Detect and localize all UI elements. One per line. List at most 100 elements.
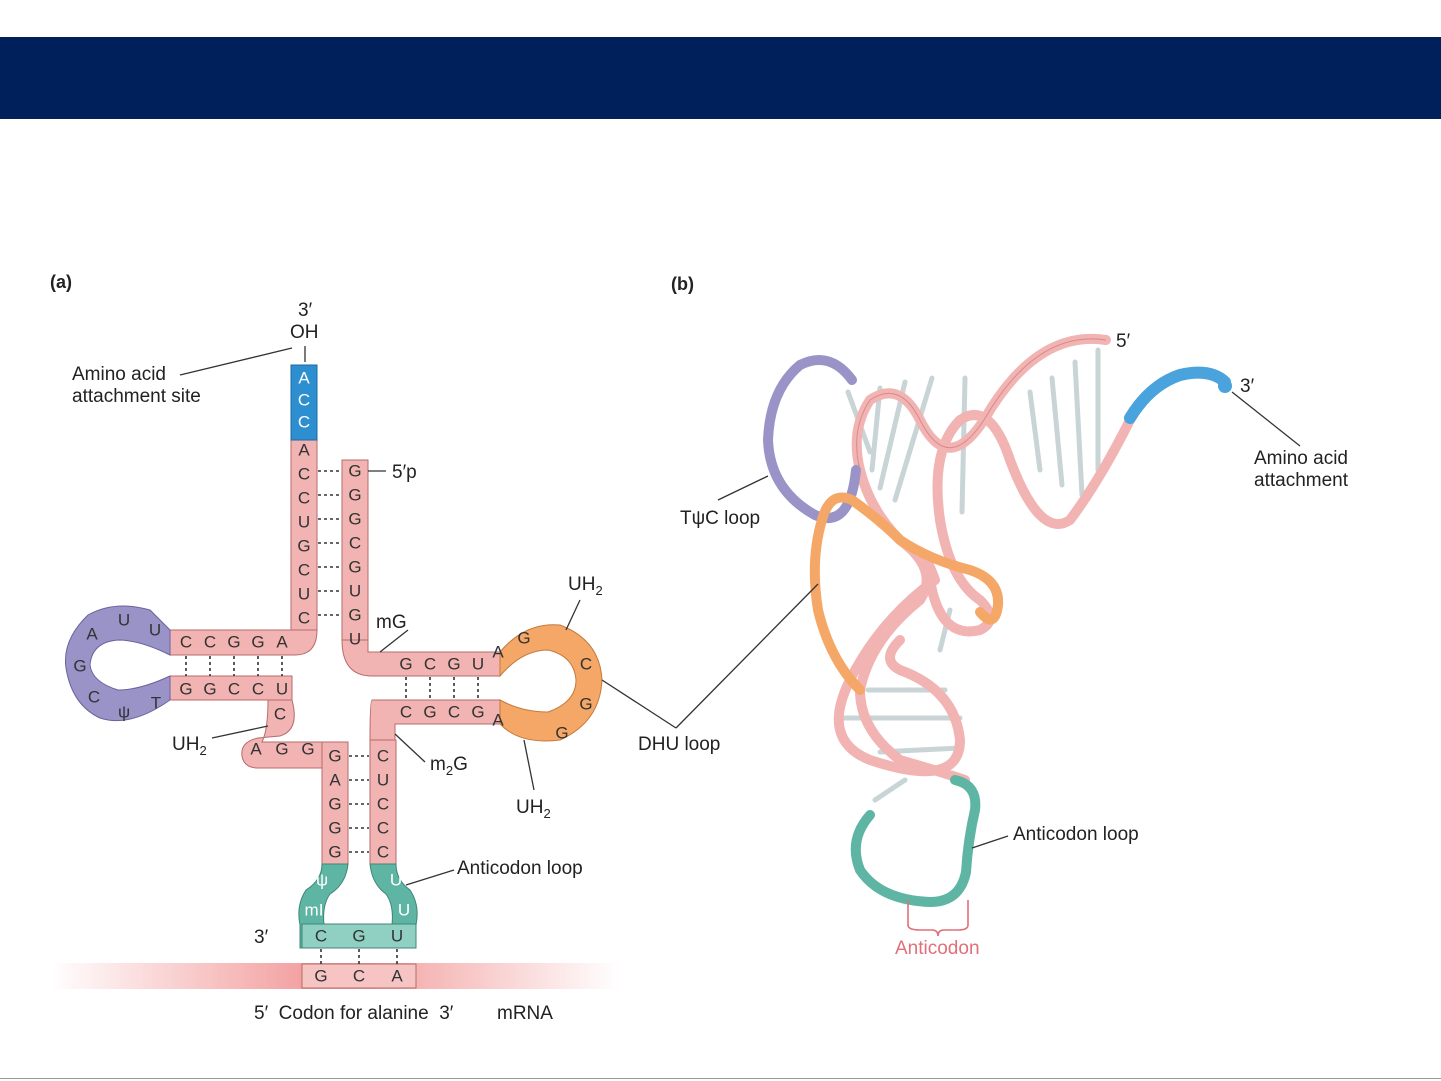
dhu-loop-shape — [499, 624, 603, 742]
anticodon-loop-shape-b — [850, 775, 981, 908]
nt-ac-right-1: U — [377, 771, 389, 790]
nt-codon-1: C — [353, 967, 365, 986]
nt-codon-2: A — [391, 967, 403, 986]
nt-tpsi-top-1: C — [204, 633, 216, 652]
nt-tpsi-top-2: G — [227, 633, 240, 652]
nt-tpsi-bottom-2: C — [228, 680, 240, 699]
nt-ac-right-3: C — [377, 819, 389, 838]
tpsic-loop-shape-b — [762, 355, 861, 523]
acceptor-tip — [1218, 379, 1232, 393]
anticodon-label-b: Anticodon — [895, 938, 980, 959]
nt-ac-right-2: C — [377, 795, 389, 814]
panel-b-label: (b) — [671, 274, 694, 294]
nt-codon-0: G — [314, 967, 327, 986]
nt-acceptor-left-0: A — [298, 441, 310, 460]
nt-acceptor-top-2: C — [298, 413, 310, 432]
nt-acceptor-left-4: G — [297, 537, 310, 556]
nt-dhu-loop-2: C — [580, 655, 592, 674]
uh2-bottom-label: UH2 — [516, 797, 551, 821]
three-prime-bottom-label: 3′ — [254, 927, 269, 948]
nt-ac-left-4: G — [328, 843, 341, 862]
nt-ac-left-0: G — [328, 747, 341, 766]
nt-acceptor-right-7: U — [349, 630, 361, 649]
nt-acceptor-left-2: C — [298, 489, 310, 508]
nt-dhu-bottom-0: C — [400, 703, 412, 722]
header-bar — [0, 37, 1441, 119]
nt-acceptor-left-1: C — [298, 465, 310, 484]
nt-acceptor-top-0: A — [298, 369, 310, 388]
leader-lines-b — [601, 391, 1301, 849]
anticodon-loop-label-a: Anticodon loop — [457, 858, 583, 879]
three-prime-label-b: 3′ — [1240, 376, 1255, 397]
uh2-left-label: UH2 — [172, 734, 207, 758]
nt-tpsi-loop-1: U — [118, 611, 130, 630]
nt-dhu-loop-5: A — [492, 711, 504, 730]
tpsic-loop-label: TψC loop — [680, 508, 760, 529]
mg-label: mG — [376, 612, 407, 633]
nt-tpsi-loop-0: U — [149, 621, 161, 640]
mrna-label: mRNA — [497, 1003, 553, 1024]
nt-acceptor-right-2: G — [348, 510, 361, 529]
m2g-label: m2G — [430, 754, 468, 778]
nt-tpsi-bottom-4: U — [276, 680, 288, 699]
nt-acceptor-left-6: U — [298, 585, 310, 604]
nt-tpsi-top-0: C — [180, 633, 192, 652]
nt-acceptor-left-7: C — [298, 609, 310, 628]
nt-variable-2: G — [275, 740, 288, 759]
nt-tpsi-bottom-3: C — [252, 680, 264, 699]
nt-tpsi-loop-3: G — [73, 657, 86, 676]
panel-a-label: (a) — [50, 272, 72, 292]
nt-acceptor-right-5: U — [349, 582, 361, 601]
nt-ac-right-4: C — [377, 843, 389, 862]
acceptor-end — [290, 364, 318, 441]
nt-acceptor-left-5: C — [298, 561, 310, 580]
nt-ac-left-1: A — [329, 771, 341, 790]
nt-ac-loop-right-0: U — [390, 871, 402, 890]
nt-acceptor-right-4: G — [348, 558, 361, 577]
acceptor-end-b — [1124, 366, 1231, 424]
nt-tpsi-bottom-0: G — [179, 680, 192, 699]
nt-variable-3: A — [250, 740, 262, 759]
amino-attach-line2: attachment — [1254, 470, 1349, 491]
nt-dhu-loop-1: G — [517, 629, 530, 648]
nt-dhu-loop-0: A — [492, 643, 504, 662]
nt-ac-right-0: C — [377, 747, 389, 766]
nt-acceptor-right-1: G — [348, 486, 361, 505]
nt-dhu-top-2: G — [447, 655, 460, 674]
five-prime-p-label: 5′p — [392, 462, 417, 483]
amino-attach-line1: Amino acid — [1254, 448, 1348, 469]
footer-rule — [0, 1078, 1441, 1079]
nt-acceptor-right-3: C — [349, 534, 361, 553]
nt-dhu-loop-4: G — [555, 724, 568, 743]
acceptor-oh-label: OH — [290, 322, 319, 343]
five-prime-label-b: 5′ — [1116, 331, 1131, 352]
nt-anticodon-1: G — [352, 927, 365, 946]
anticodon-box — [301, 923, 417, 949]
backbone-outline — [856, 338, 1107, 471]
nt-tpsi-bottom-1: G — [203, 680, 216, 699]
nt-dhu-bottom-1: G — [423, 703, 436, 722]
anticodon-loop-label-b: Anticodon loop — [1013, 824, 1139, 845]
dhu-loop-shape-b — [809, 492, 1004, 695]
acceptor-3prime-label: 3′ — [298, 300, 313, 321]
uh2-top-label: UH2 — [568, 574, 603, 598]
nt-tpsi-loop-2: A — [86, 625, 98, 644]
dhu-loop-label: DHU loop — [638, 734, 720, 755]
codon-caption: 5′ Codon for alanine 3′ — [254, 1003, 454, 1024]
base-pair-dashes — [185, 470, 479, 964]
nt-tpsi-top-3: G — [251, 633, 264, 652]
nt-acceptor-right-0: G — [348, 462, 361, 481]
nt-variable-0: C — [274, 705, 286, 724]
amino-site-line2: attachment site — [72, 386, 201, 407]
panel-b: (b) — [601, 274, 1349, 959]
nt-dhu-top-0: G — [399, 655, 412, 674]
nt-tpsi-loop-4: C — [88, 688, 100, 707]
nt-acceptor-top-1: C — [298, 391, 310, 410]
amino-site-line1: Amino acid — [72, 364, 166, 385]
nt-acceptor-left-3: U — [298, 513, 310, 532]
nt-dhu-loop-3: G — [579, 695, 592, 714]
nt-dhu-bottom-2: C — [448, 703, 460, 722]
